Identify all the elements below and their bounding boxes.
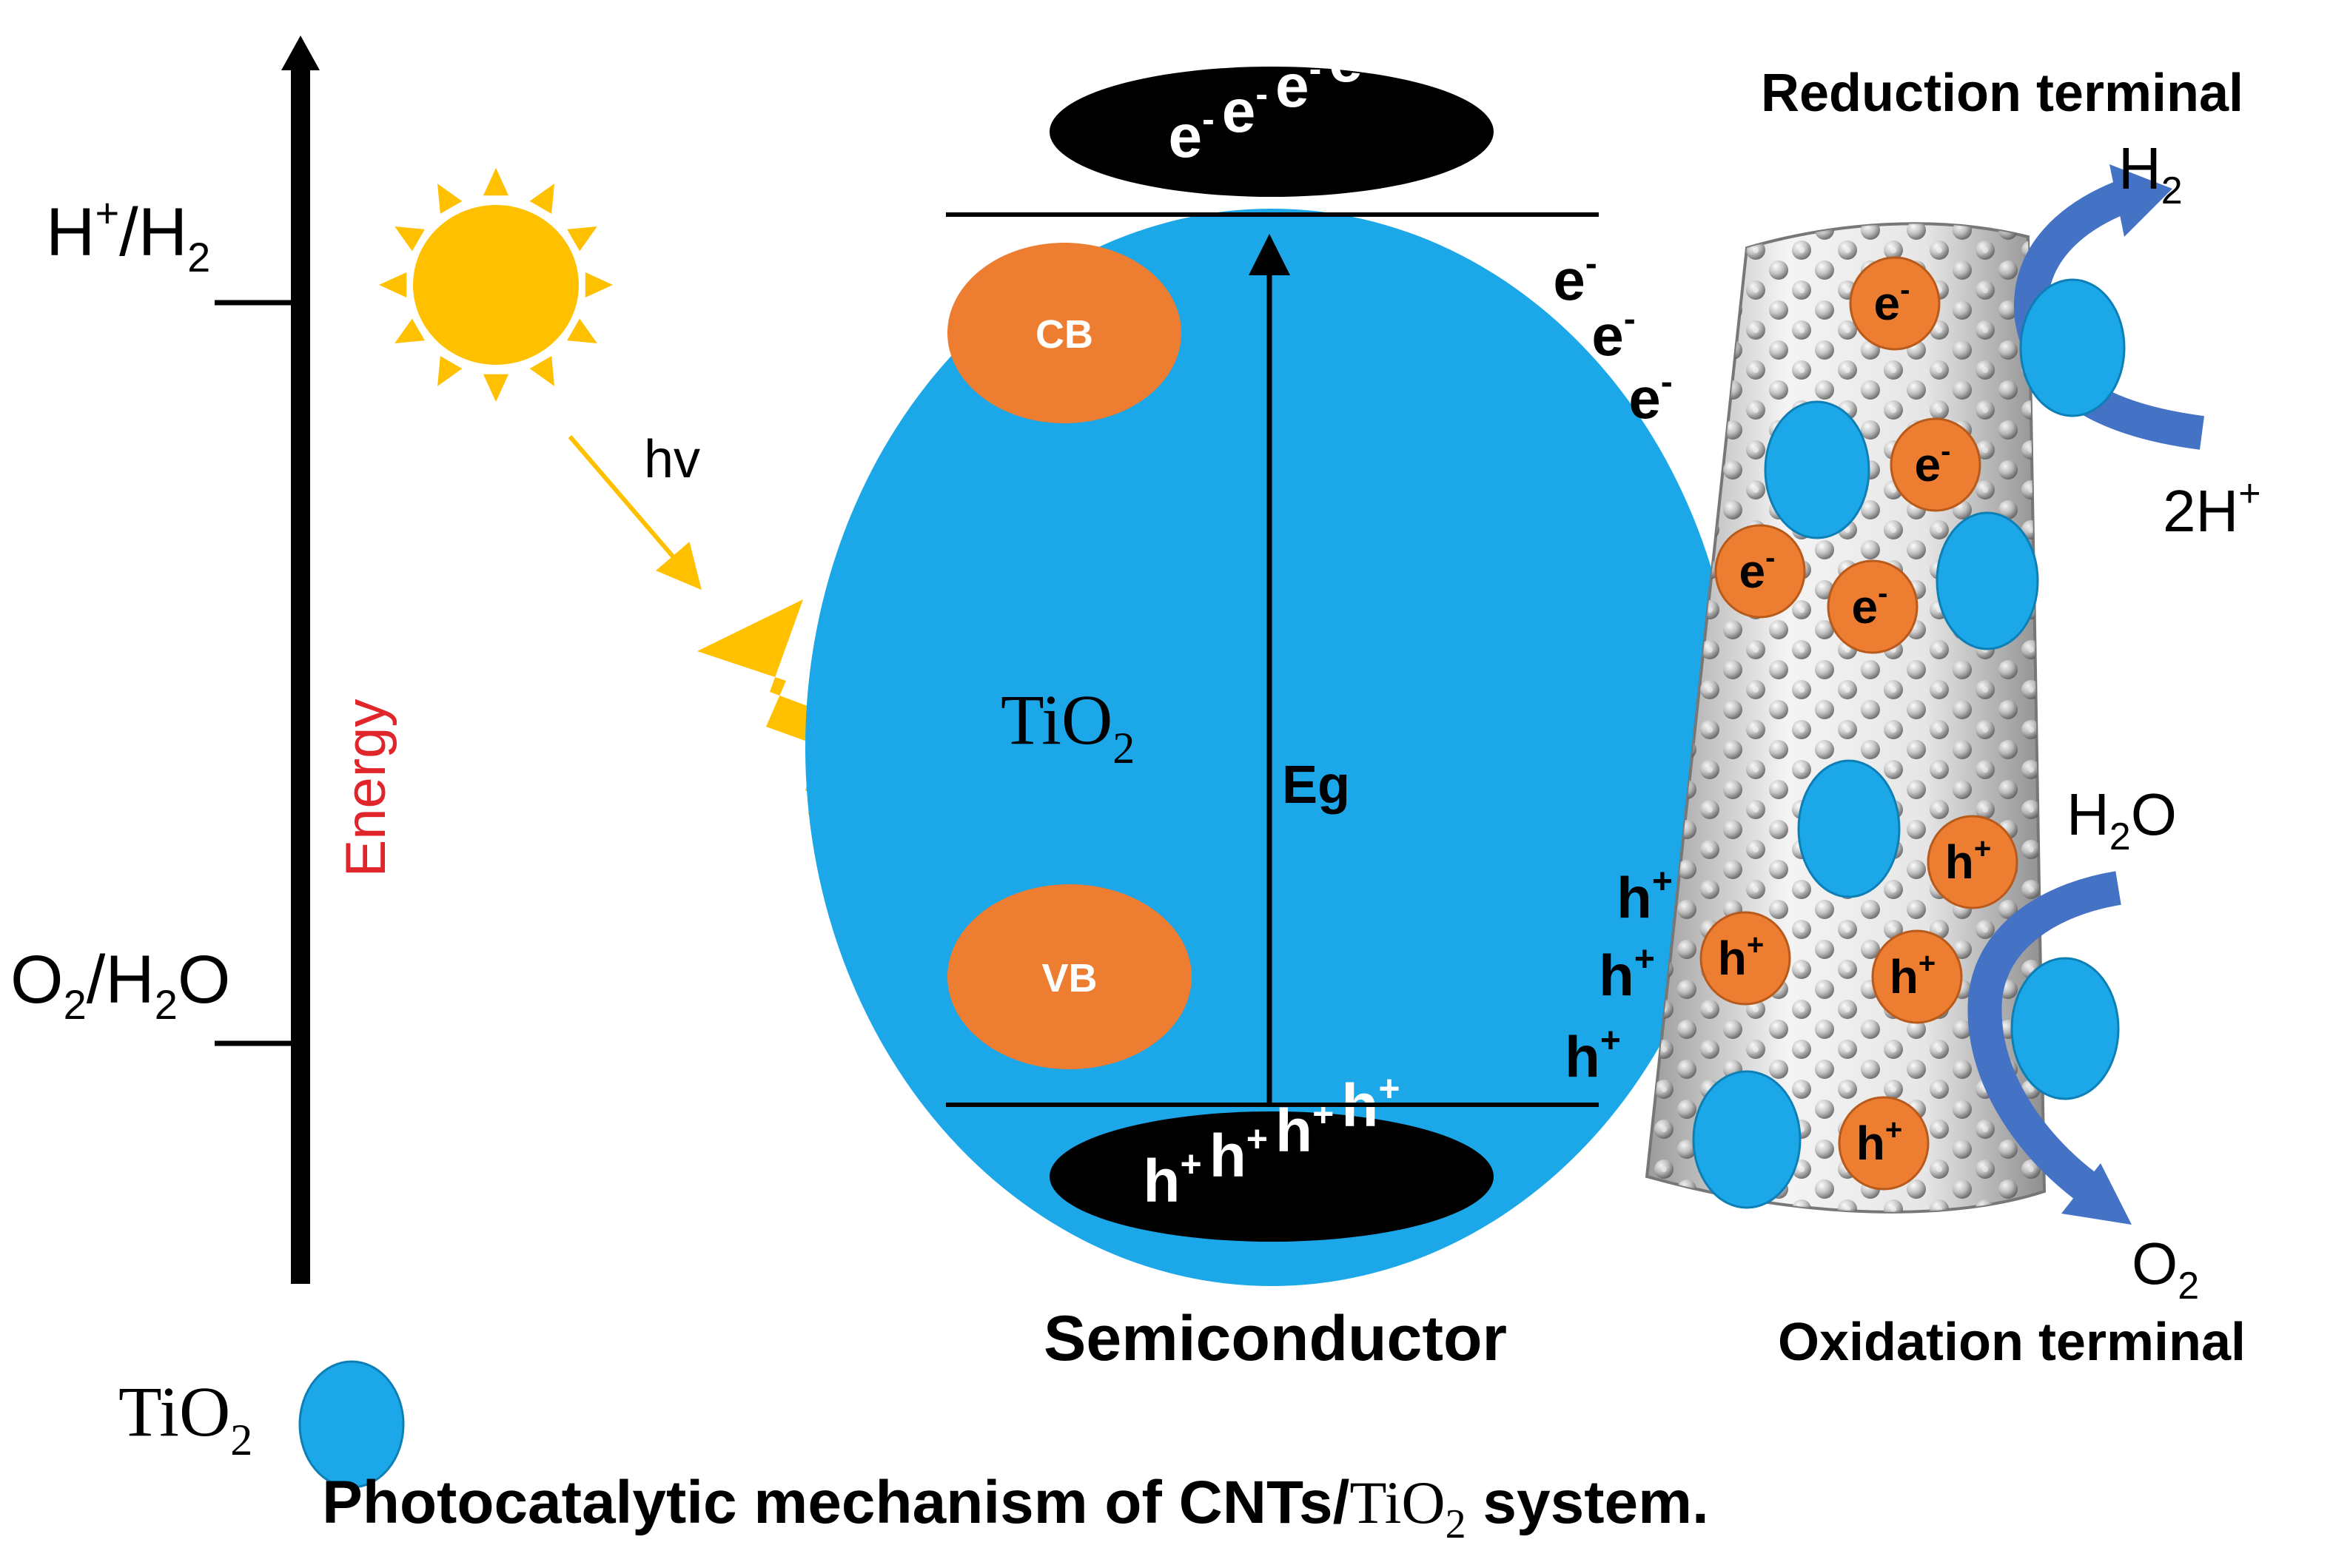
hole-label: h+ [1890,947,1936,1003]
edge-electron-label: e- [1591,300,1635,368]
edge-hole-label: h+ [1565,1021,1621,1089]
cb-label: CB [1035,312,1093,357]
hole-label: h+ [1856,1114,1902,1170]
electron-pool-label: e-e-e-e- [1168,23,1374,170]
oxidation-reactant: H2O [2067,781,2177,858]
sun-ray [567,318,597,343]
electron-particle [1849,256,1941,351]
cb-badge [947,243,1181,423]
hole-pool-label: h+h+h+h+ [1143,1068,1400,1215]
sun-disc [413,205,579,365]
tio2-particle [1797,759,1901,898]
sun-ray [529,356,554,386]
electron-label: e- [1874,274,1910,330]
band-carriers: e-e-e-h+ h+ h+ [1553,244,1673,1089]
hole-label: h+ [1718,929,1764,985]
tio2-particle [1692,1070,1802,1209]
edge-hole-label: h+ [1617,862,1673,930]
sun-icon [379,168,613,402]
energy-axis: H+/H2 O2/H2O Energy [10,36,397,1284]
vb-label: VB [1041,956,1097,1000]
vb-badge [947,884,1192,1069]
figure-caption: Photocatalytic mechanism of CNTs/TiO2 sy… [322,1469,1709,1547]
o2-level-label: O2/H2O [10,942,230,1028]
energy-axis-arrowhead [281,36,320,70]
edge-hole-label: h+ [1599,940,1655,1008]
sun-ray [437,184,463,214]
sun-ray [395,318,425,343]
tio2-label: TiO2 [1001,680,1135,773]
carbon-nanotube: e-e-e-e-h+ h+ h+ h+ [1645,222,2047,1214]
sun-ray [379,272,407,298]
light-label: hv [644,430,700,489]
energy-axis-label: Energy [335,699,397,878]
hole-particle [1871,929,1963,1024]
electron-pool [1050,67,1494,197]
semiconductor-particle: e-e-e-e- h+h+h+h+ Eg CB VB TiO2 e-e-e-h+… [805,23,1738,1286]
edge-electron-label: e- [1553,244,1597,312]
hole-particle [1838,1096,1930,1191]
tio2-particle [1936,511,2039,650]
sun-ray [395,226,425,252]
hole-particle [1699,911,1791,1006]
legend: TiO2 [118,1360,405,1489]
sun-ray [529,184,554,214]
electron-label: e- [1852,577,1888,633]
sun-ray [483,374,509,402]
hole-pool [1050,1111,1494,1242]
oxidation-terminal-title: Oxidation terminal [1778,1313,2246,1372]
hole-label: h+ [1945,832,1991,889]
sun-ray [483,168,509,196]
sun-ray [567,226,597,252]
hole-particle [1927,815,2018,909]
reduction-terminal-title: Reduction terminal [1761,64,2243,123]
tio2-particle [2019,278,2126,417]
oxidation-arrow [1967,871,2132,1225]
light-ray-arrow [568,435,702,590]
legend-tio2-swatch [298,1360,405,1489]
h2-level-label: H+/H2 [46,189,210,280]
electron-label: e- [1915,435,1951,491]
nanotube-particles: e-e-e-e-h+ h+ h+ h+ [1692,256,2039,1209]
edge-electron-label: e- [1628,363,1672,431]
semiconductor-caption: Semiconductor [1044,1303,1507,1374]
tio2-particle [2010,957,2120,1100]
reduction-product: H2 [2118,135,2183,212]
reduction-reactant: 2H+ [2163,472,2261,544]
oxidation-product: O2 [2132,1231,2199,1308]
electron-particle [1714,524,1806,619]
electron-particle [1890,417,1981,512]
tio2-particle [1764,400,1870,539]
band-gap-label: Eg [1282,756,1350,815]
electron-particle [1827,559,1919,654]
electron-label: e- [1739,542,1776,598]
sun-ray [585,272,613,298]
legend-label: TiO2 [118,1372,252,1464]
sun-ray [437,356,463,386]
